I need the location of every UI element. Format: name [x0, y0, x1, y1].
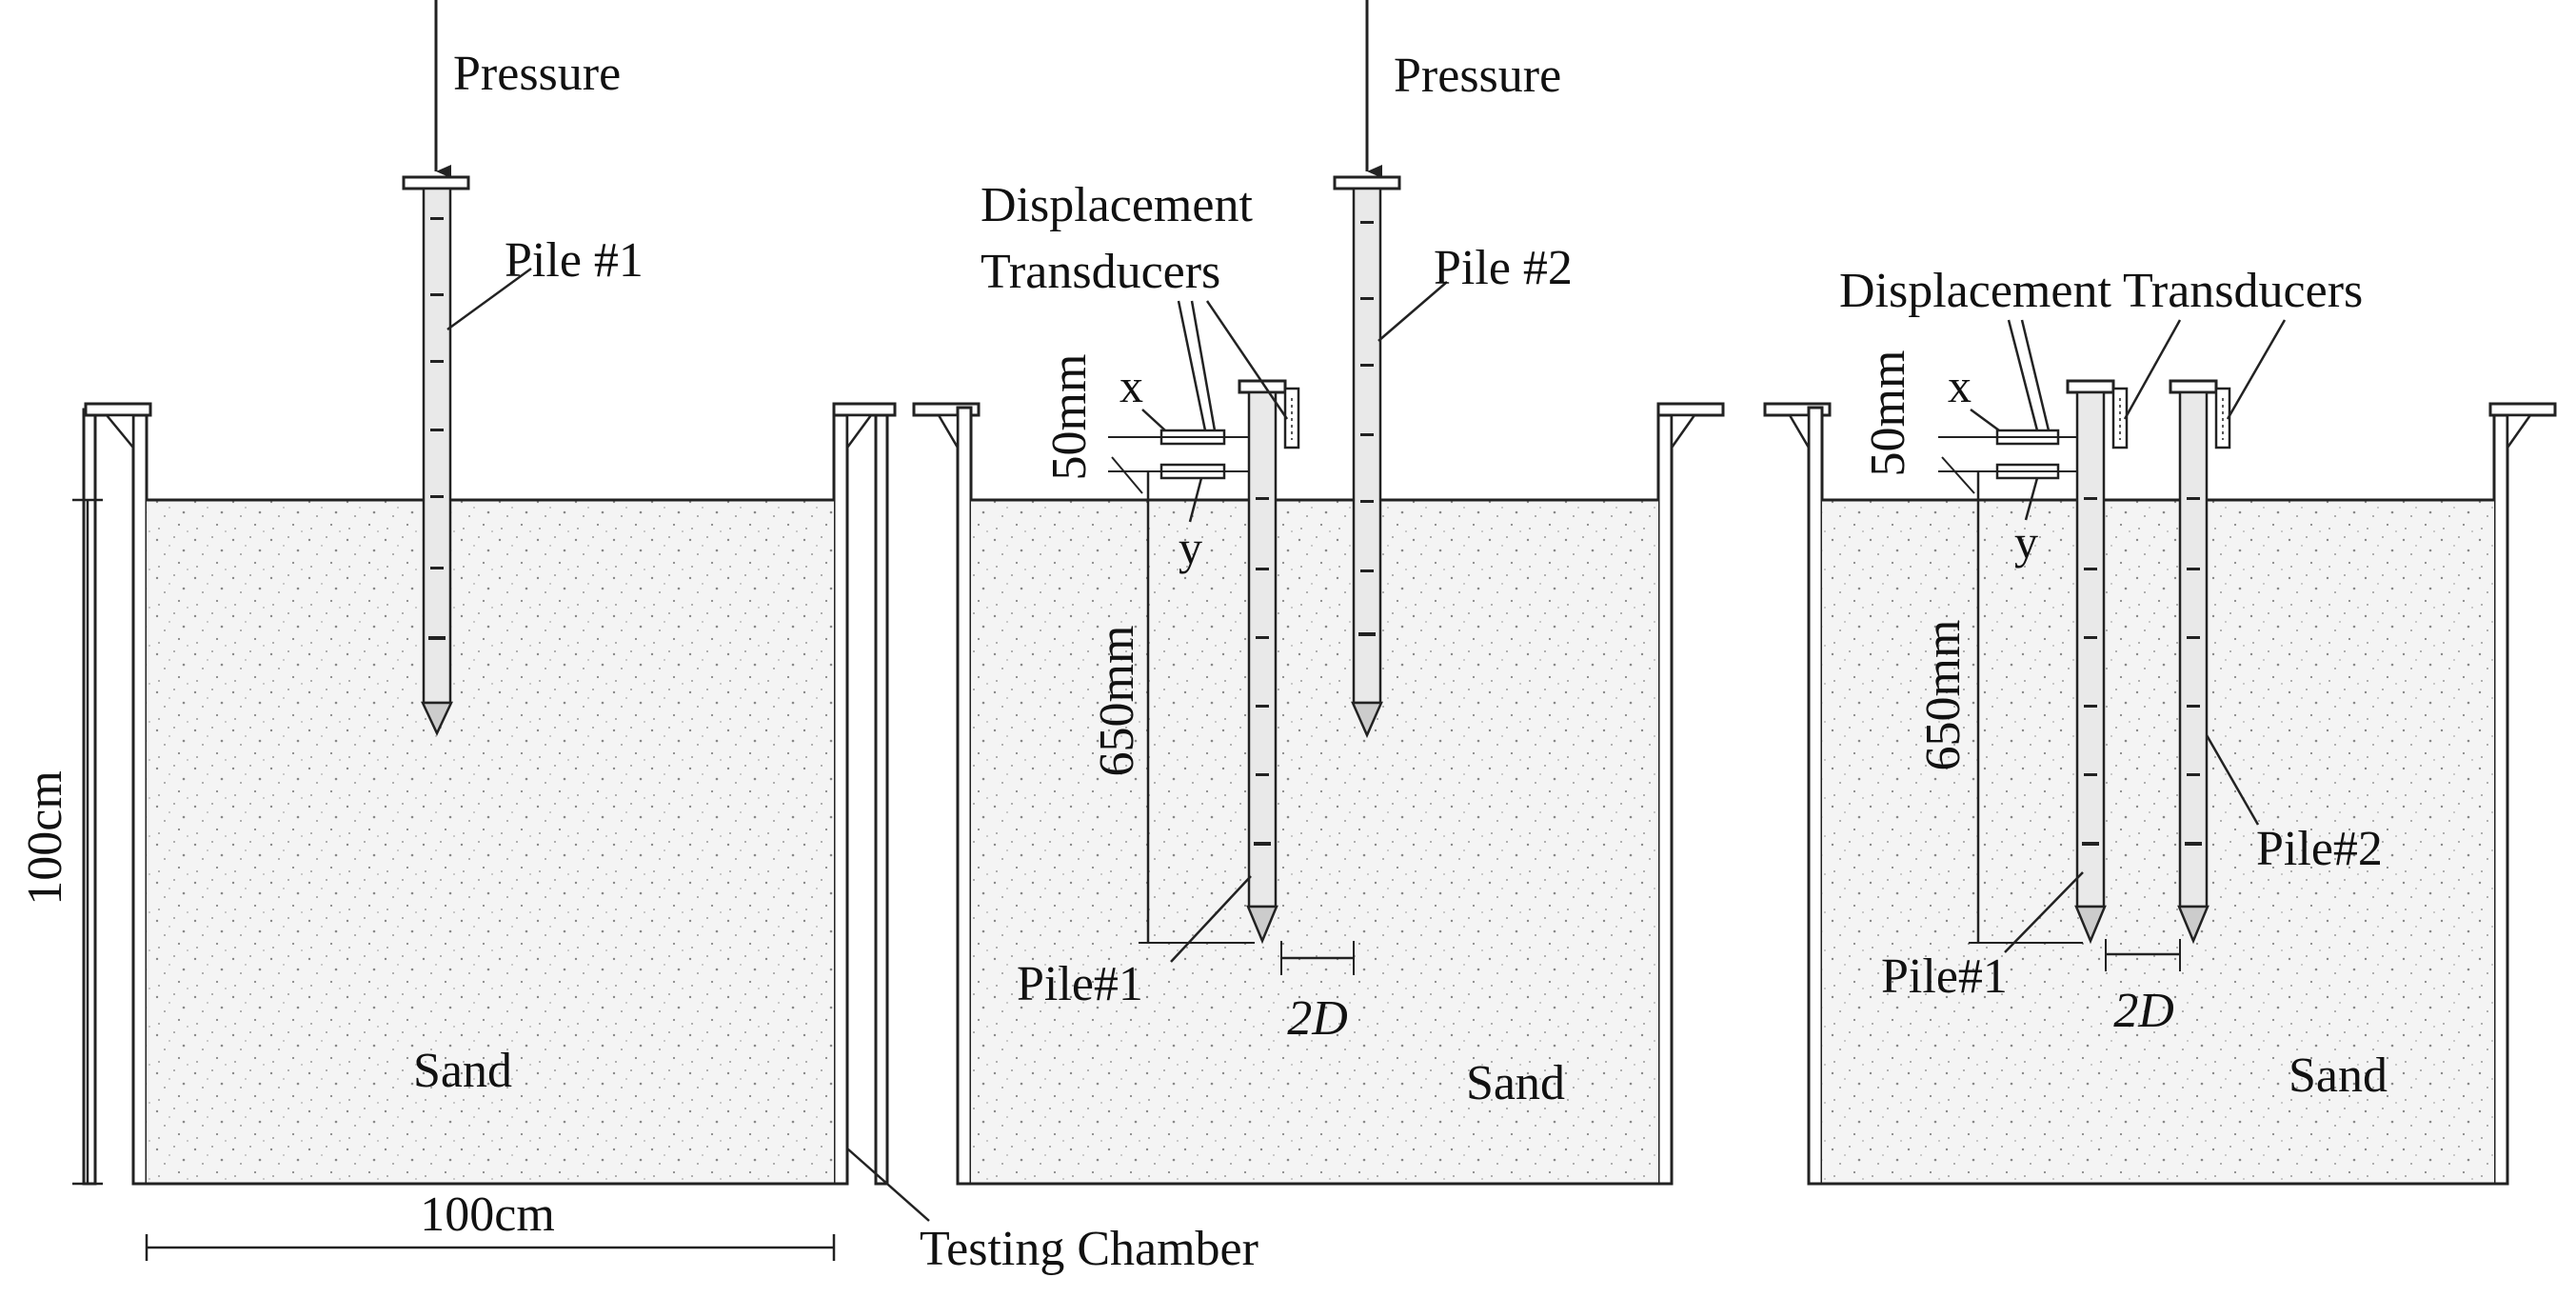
pile-2	[2169, 379, 2218, 945]
y-label: y	[2014, 515, 2038, 569]
pile-1-label: Pile#1	[1881, 949, 2008, 1004]
displacement-transducer-icon	[1148, 429, 1249, 480]
transducers-label: Displacement Transducers	[1839, 264, 2363, 318]
height-dimension	[72, 498, 103, 1186]
displacement-transducer-icon	[2214, 387, 2231, 449]
pile-tip-icon	[2074, 905, 2107, 945]
chamber-left-wall	[1763, 402, 1832, 1186]
transducers-label-line2: Transducers	[981, 245, 1220, 299]
pile-tip-icon	[1246, 905, 1278, 945]
spacing-dimension	[2105, 939, 2181, 971]
pile-1	[402, 0, 470, 736]
spacing-label: 2D	[1287, 991, 1348, 1046]
chamber-bracket-icon	[2506, 413, 2533, 451]
depth-dim-label: 650mm	[1090, 626, 1144, 777]
transducers-label-line1: Displacement	[981, 178, 1253, 232]
chamber-left-wall	[912, 402, 981, 1186]
chamber-bracket-icon	[1787, 413, 1811, 452]
x-label: x	[1948, 359, 1972, 412]
sand-region	[147, 500, 834, 1184]
panel-1: Pressure Pile #1 Sand 100cm 100cm Testin…	[18, 0, 1258, 1276]
depth-dimension	[1969, 471, 2083, 944]
sand-region	[971, 500, 1658, 1184]
displacement-transducer-icon	[2111, 387, 2129, 449]
offset-dimension	[1108, 436, 1159, 494]
chamber-bracket-icon	[845, 413, 874, 451]
pile-tip-icon	[1351, 701, 1383, 739]
pile-1	[1238, 379, 1287, 945]
pile-2	[1333, 0, 1401, 739]
pressure-label: Pressure	[1394, 49, 1561, 103]
transducer-leaders	[1177, 300, 1289, 431]
chamber-left-wall	[82, 402, 152, 1186]
chamber-right-wall	[832, 402, 897, 1186]
pile-tip-icon	[421, 701, 453, 736]
pile-1	[2066, 379, 2115, 945]
width-dimension	[145, 1234, 836, 1261]
y-label: y	[1179, 521, 1202, 574]
depth-dim-label: 650mm	[1916, 620, 1971, 771]
width-dim-label: 100cm	[420, 1188, 555, 1242]
offset-dim-label: 50mm	[1861, 350, 1915, 477]
sand-label: Sand	[2289, 1048, 2388, 1103]
pile-2-label: Pile #2	[1434, 241, 1573, 295]
pressure-label: Pressure	[453, 47, 621, 101]
sand-label: Sand	[1466, 1056, 1565, 1110]
chamber-right-wall	[2488, 402, 2557, 1186]
chamber-bracket-icon	[1670, 413, 1697, 451]
pile-1-label: Pile #1	[505, 233, 644, 288]
sand-region	[1822, 500, 2494, 1184]
pile-1-label: Pile#1	[1017, 957, 1143, 1011]
chamber-label: Testing Chamber	[920, 1222, 1258, 1276]
offset-dim-label: 50mm	[1042, 354, 1097, 481]
x-label: x	[1120, 359, 1143, 412]
spacing-label: 2D	[2113, 984, 2174, 1038]
chamber-bracket-icon	[104, 413, 135, 451]
pile-tip-icon	[2177, 905, 2209, 945]
chamber-bracket-icon	[936, 413, 960, 452]
displacement-transducer-icon	[1984, 429, 2077, 480]
offset-dimension	[1938, 436, 1995, 494]
depth-dimension	[1139, 471, 1255, 944]
sand-label: Sand	[413, 1044, 512, 1098]
spacing-dimension	[1280, 941, 1355, 975]
height-dim-label: 100cm	[18, 770, 72, 906]
transducer-leaders	[2007, 319, 2287, 431]
panel-2: Pressure Pile #2 Displacement Transdu	[912, 0, 1725, 1186]
chamber-right-wall	[1656, 402, 1725, 1186]
panel-3: Displacement Transducers x y 50mm 650mm	[1763, 264, 2557, 1186]
pile-2-label: Pile#2	[2256, 822, 2383, 876]
